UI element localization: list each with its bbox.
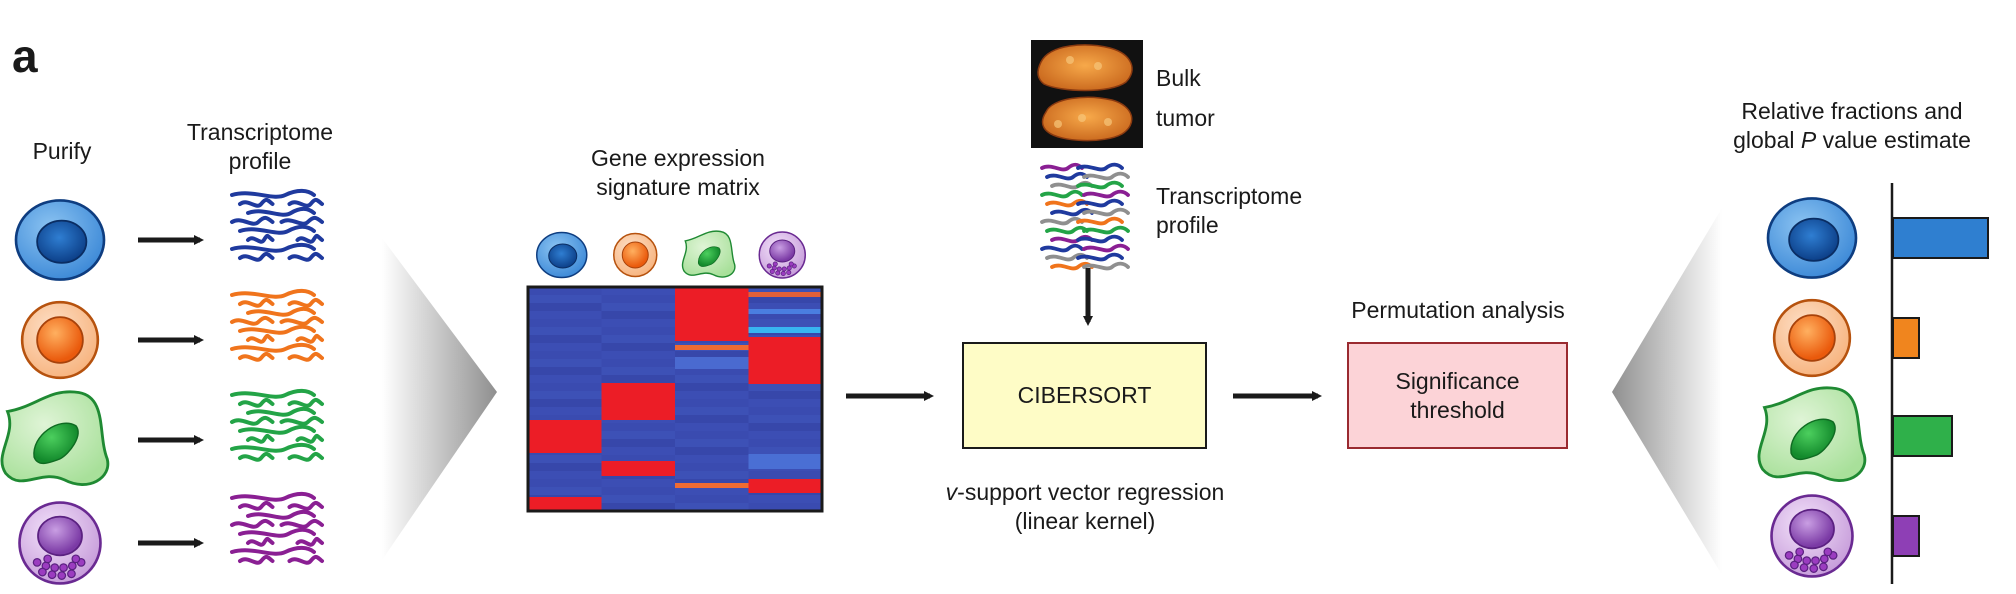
bulk-label: Bulk — [1156, 65, 1201, 91]
tumor-label: tumor — [1156, 105, 1215, 131]
fraction-bar-orange-cell — [1892, 317, 1920, 359]
transcriptome-label-line2: profile — [228, 148, 292, 174]
green-cell-output — [1757, 386, 1867, 482]
matrix-high-block-1 — [675, 287, 749, 341]
fraction-bar-green-cell — [1892, 415, 1953, 457]
left-funnel — [382, 238, 497, 560]
profile-blue-cell — [230, 188, 324, 262]
fraction-bar-purple-cell — [1892, 515, 1920, 557]
signature-matrix-heatmap — [526, 285, 824, 513]
purple-cell-output — [1770, 494, 1854, 578]
matrix-high-block-4 — [528, 420, 602, 453]
matrix-high-block-3 — [601, 383, 675, 420]
matrix-high-block-6 — [748, 479, 822, 493]
transcriptome-label-line1: Transcriptome — [186, 119, 334, 145]
bulk-transcriptome-line1: Transcriptome — [1156, 183, 1303, 209]
fraction-bar-blue-cell — [1892, 217, 1989, 259]
significance-line1: Significance — [1395, 367, 1520, 394]
svr-kernel-label: (linear kernel) — [1014, 508, 1156, 534]
bulk-transcriptome-line2: profile — [1156, 212, 1219, 238]
matrix-high-block-7 — [528, 497, 602, 511]
relative-fractions-line2: global P value estimate — [1712, 126, 1992, 155]
matrix-high-block-2 — [748, 337, 822, 384]
significance-line2: threshold — [1410, 396, 1505, 423]
relative-line2-post: value estimate — [1816, 127, 1971, 153]
p-symbol: P — [1800, 127, 1817, 153]
panel-label: a — [12, 30, 38, 82]
blue-cell-output — [1766, 197, 1858, 279]
gene-expression-label-line2: signature matrix — [596, 174, 760, 200]
green-cell-purified — [0, 390, 110, 486]
profile-green-cell — [230, 388, 324, 462]
permutation-label: Permutation analysis — [1351, 297, 1565, 323]
orange-cell-output — [1772, 298, 1852, 378]
orange-cell-purified — [20, 300, 100, 380]
svr-nu: v — [945, 479, 958, 505]
bulk-tumor-image — [1031, 40, 1143, 148]
svr-text: -support vector regression — [957, 479, 1225, 505]
matrix-header-orange-cell — [613, 232, 658, 278]
matrix-header-purple-cell — [758, 231, 806, 279]
matrix-header-green-cell — [681, 230, 736, 278]
profile-purple-cell — [230, 491, 324, 565]
matrix-header-blue-cell — [536, 231, 588, 279]
matrix-high-block-5 — [601, 461, 675, 476]
blue-cell-purified — [14, 199, 106, 281]
relative-fractions-line1: Relative fractions and — [1741, 98, 1963, 124]
gene-expression-label-line1: Gene expression — [591, 145, 765, 171]
bulk-transcriptome-profile — [1040, 162, 1130, 271]
purify-label: Purify — [32, 138, 92, 164]
purple-cell-purified — [18, 501, 102, 585]
cibersort-box: CIBERSORT — [962, 342, 1207, 449]
matrix-border — [526, 285, 824, 513]
profile-orange-cell — [230, 288, 324, 362]
svr-label: v-support vector regression — [920, 478, 1250, 507]
relative-line2-pre: global — [1733, 127, 1801, 153]
significance-box: Significance threshold — [1347, 342, 1568, 449]
cibersort-label: CIBERSORT — [1017, 382, 1152, 408]
right-funnel — [1612, 208, 1722, 575]
